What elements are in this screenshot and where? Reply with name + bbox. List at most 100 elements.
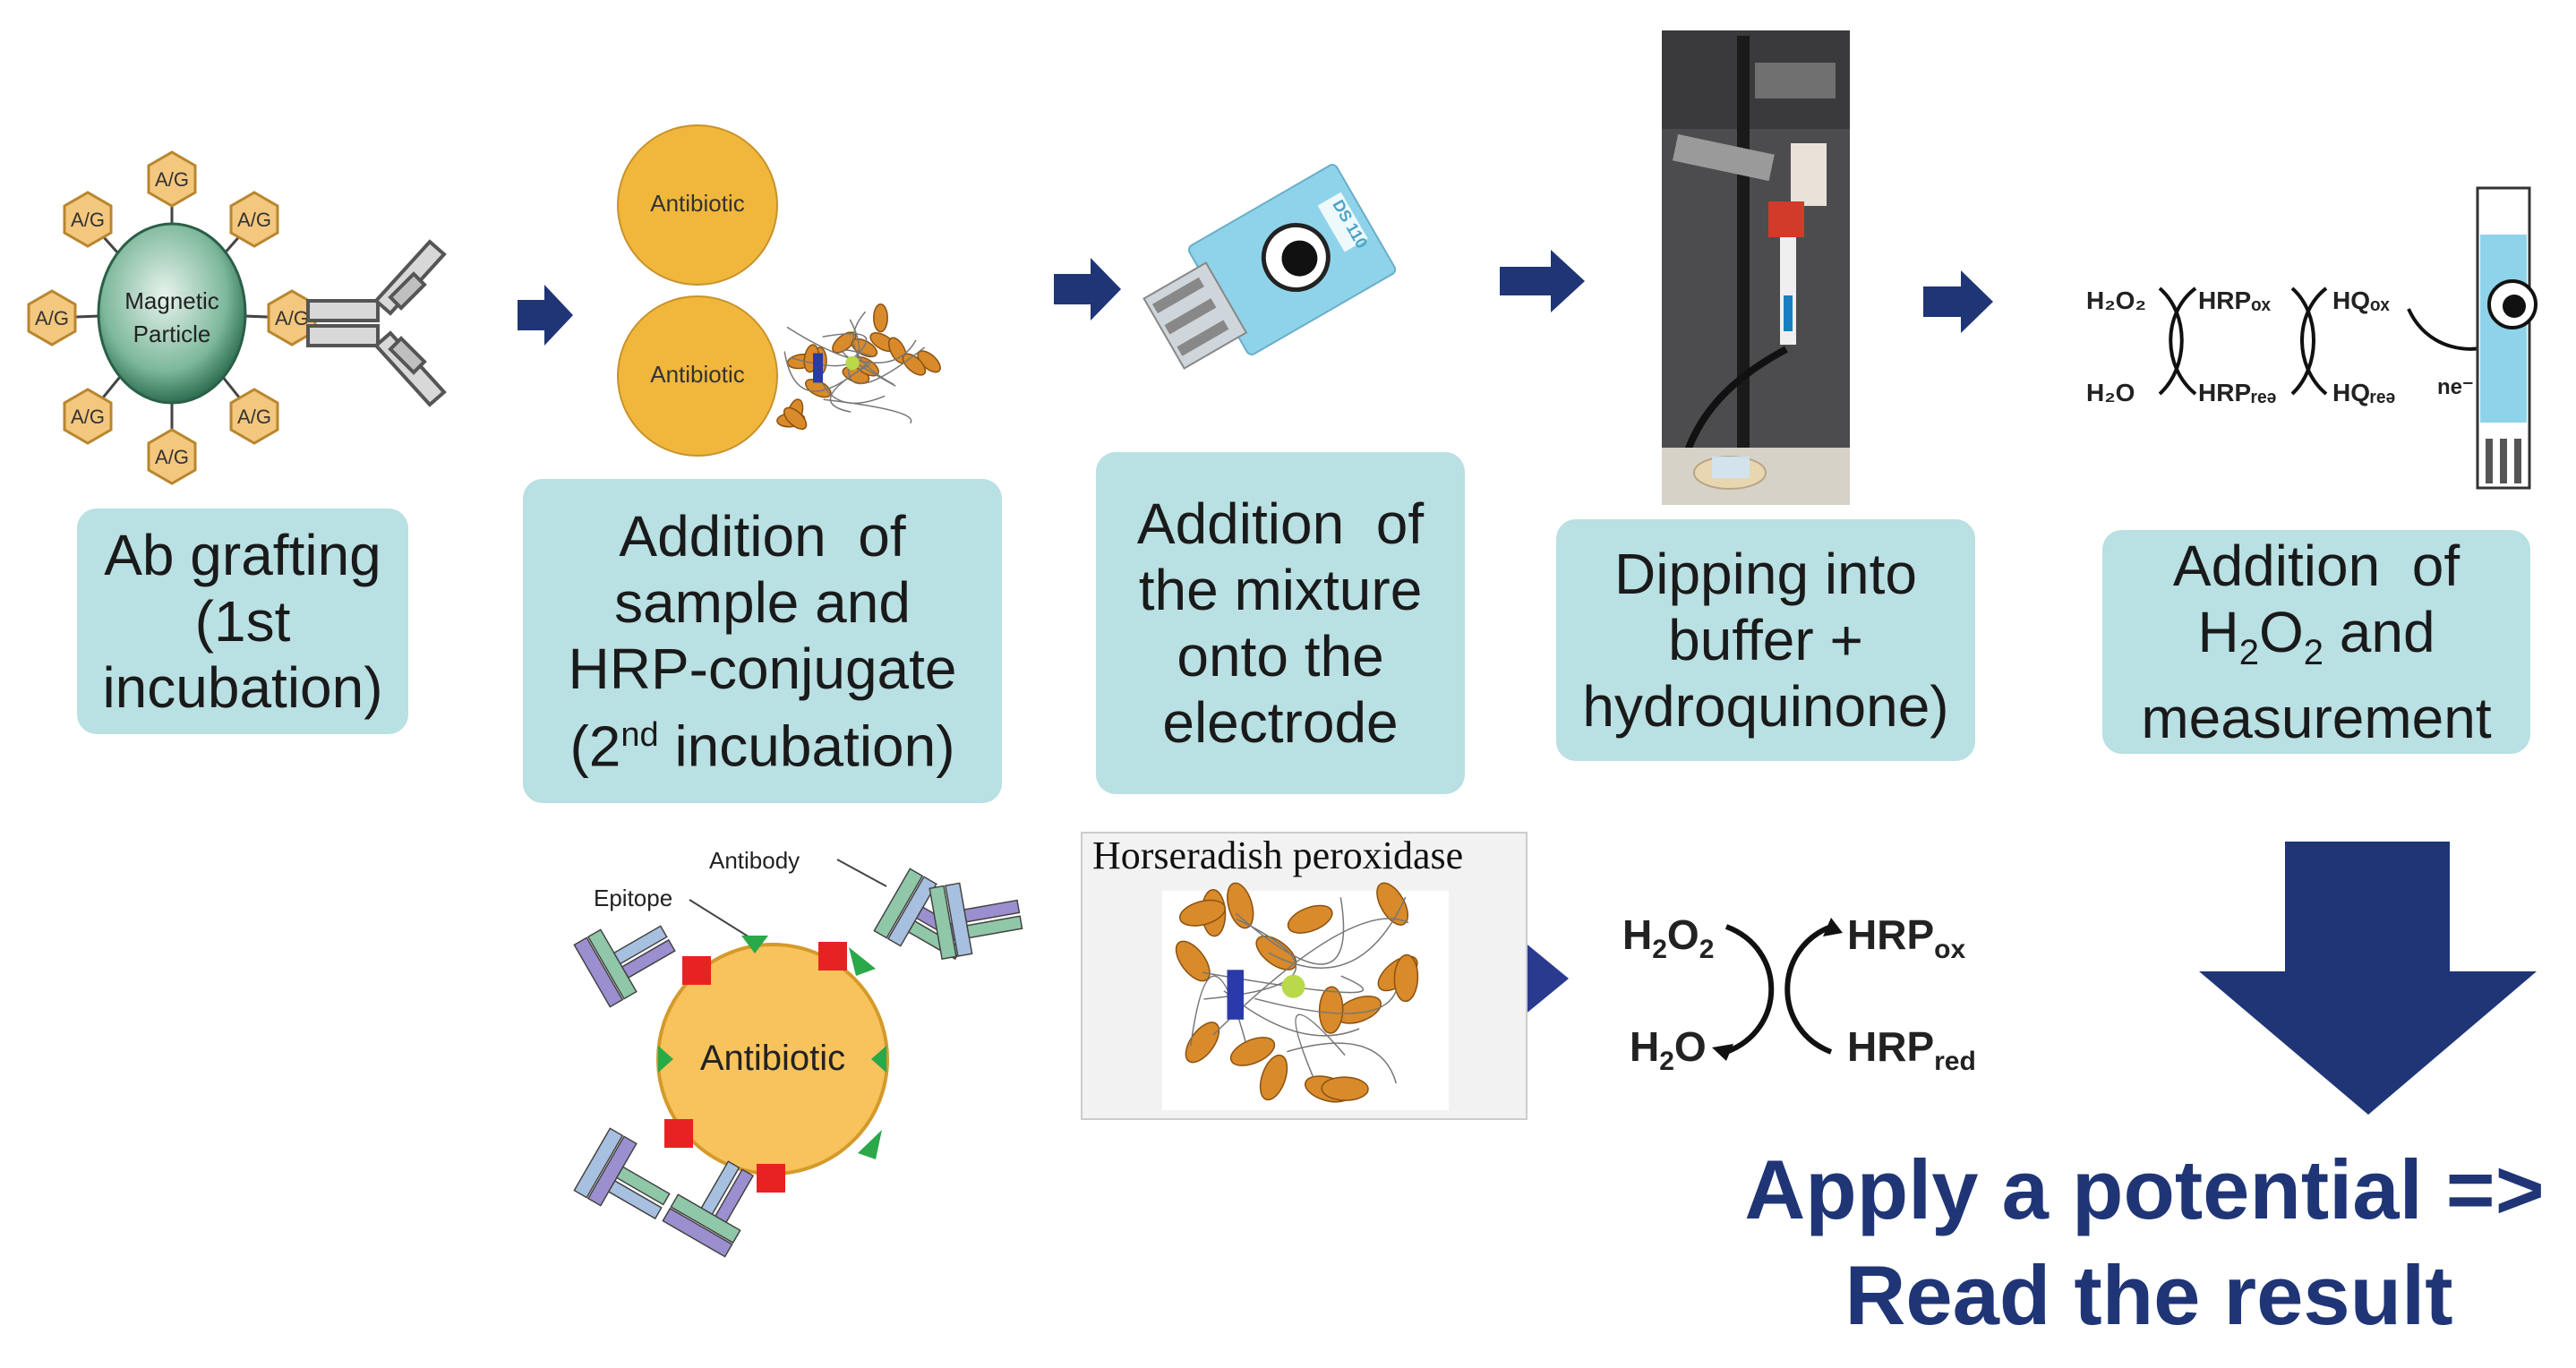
step-5-line-2: H2O2 and (2197, 599, 2435, 672)
antibiotic-label-2: Antibiotic (650, 361, 745, 388)
large-h2o2: H2O2 (1622, 911, 1714, 964)
small-hrp-ox: HRPₒₓ (2198, 286, 2272, 314)
step-3-line-2: the mixture (1138, 558, 1423, 622)
protein-heme (1227, 970, 1244, 1020)
protein-loop (829, 363, 871, 413)
large-hrp-ox: HRPox (1847, 911, 1965, 964)
protein-loop (852, 311, 894, 386)
dipping-setup-photo (1662, 30, 1850, 505)
protein-loop (1295, 1013, 1346, 1078)
mini-antibody (929, 882, 1023, 960)
antibody-icon (306, 239, 447, 407)
protein-loop (1287, 1042, 1398, 1084)
ag-ligand: A/G (229, 388, 279, 445)
small-h2o2: H₂O₂ (2086, 286, 2146, 314)
protein-heme (845, 355, 860, 371)
flow-arrow-1 (518, 285, 573, 346)
protein-helix (1287, 904, 1333, 934)
hrp-image-title: Horseradish peroxidase (1092, 834, 1464, 877)
step-box-2: Addition of sample and HRP-conjugate (2n… (523, 479, 1002, 803)
protein-helix (1185, 1022, 1220, 1064)
antibiotic-molecules: Antibiotic Antibiotic (617, 124, 778, 457)
protein-helix (851, 338, 878, 358)
ag-ligand: A/G (63, 388, 113, 445)
reaction-scheme-small: H₂O₂ H₂O HRPₒₓ HRPᵣₑₔ HQₒₓ HQᵣₑₔ ne⁻ (2073, 179, 2537, 492)
magnetic-particle (97, 222, 247, 405)
step-2-line-1: Addition of (619, 503, 906, 569)
small-electrons: ne⁻ (2437, 375, 2474, 399)
antibiotic-circle-2 (617, 295, 778, 457)
flow-arrow-4 (1923, 270, 1993, 333)
large-hrp-red: HRPred (1847, 1023, 1976, 1076)
mini-antibody (662, 1160, 755, 1258)
small-hrp-red: HRPᵣₑₔ (2198, 379, 2276, 406)
step-1-line-1: Ab grafting (104, 523, 381, 587)
antibody-label: Antibody (709, 847, 800, 874)
ag-ligand-label: A/G (35, 307, 69, 329)
epitope-label: Epitope (594, 885, 672, 911)
mini-antibody (573, 925, 676, 1008)
step-2-line-4: (2nd incubation) (569, 714, 955, 779)
ag-ligand: A/G (147, 428, 197, 485)
protein-loop (847, 346, 926, 385)
step-5-line-3: measurement (2141, 686, 2492, 751)
protein-helix (873, 303, 888, 333)
step-4-line-2: buffer + (1668, 608, 1863, 672)
epitope-triangles (658, 936, 886, 1159)
step-4-line-3: hydroquinone) (1582, 674, 1949, 739)
antibiotic-label-1: Antibiotic (650, 190, 745, 217)
ag-ligand-label: A/G (237, 406, 271, 428)
protein-helix (1321, 1076, 1369, 1101)
ag-ligand-label: A/G (71, 209, 105, 231)
step-3-line-3: onto the (1177, 624, 1384, 688)
electrode-strip: DS 110 (1143, 164, 1397, 370)
protein-helix (1175, 940, 1211, 982)
bound-antibodies (573, 868, 1023, 1258)
step-box-4: Dipping into buffer + hydroquinone) (1556, 519, 1975, 761)
protein-helix (1227, 882, 1254, 929)
step-3-line-4: electrode (1162, 690, 1399, 755)
final-text-line-2: Read the result (1844, 1248, 2453, 1342)
protein-heme (1281, 974, 1305, 998)
big-down-arrow (2199, 842, 2537, 1115)
protein-helix (1179, 899, 1226, 927)
antibiotic-circle-1 (617, 124, 778, 286)
protein-loop (786, 326, 917, 364)
ag-ligands: A/G A/G A/G A/G A/G A/G A/G A/G (27, 150, 317, 485)
step-box-1: Ab grafting (1st incubation) (77, 509, 408, 734)
ag-ligand-label: A/G (155, 446, 189, 468)
hrp-protein-large (1175, 882, 1419, 1103)
protein-helix (783, 406, 808, 430)
mini-antibody (573, 1127, 671, 1220)
final-text-line-1: Apply a potential => (1744, 1142, 2545, 1236)
magnetic-particle-diagram: Magnetic Particle (51, 179, 293, 457)
step-box-5: Addition of H2O2 and measurement (2102, 530, 2530, 754)
epitope-squares (664, 942, 847, 1193)
protein-helix (1259, 1054, 1288, 1101)
ag-ligand: A/G (147, 150, 197, 208)
protein-helix (1229, 1037, 1276, 1066)
ag-ligand-label: A/G (71, 406, 105, 428)
protein-helix (1393, 953, 1419, 1003)
protein-loop (1268, 896, 1407, 969)
flow-arrow-3 (1500, 250, 1585, 312)
small-hq-red: HQᵣₑₔ (2332, 379, 2395, 406)
step-2-line-2: sample and (614, 569, 911, 635)
epitope-center-label: Antibiotic (700, 1039, 845, 1078)
ag-ligand: A/G (63, 191, 113, 248)
step-2-line-3: HRP-conjugate (568, 636, 957, 701)
reaction-scheme-large: H2O2 H2O HRPox HRPred (1622, 911, 1976, 1076)
ag-ligand: A/G (27, 289, 77, 346)
flow-arrow-2 (1054, 258, 1121, 321)
step-box-3: Addition of the mixture onto the electro… (1096, 452, 1465, 794)
ag-ligand-label: A/G (275, 307, 309, 329)
small-hq-ox: HQₒₓ (2332, 286, 2390, 314)
step-1-line-2: (1st (194, 589, 291, 654)
ag-ligand: A/G (229, 191, 279, 248)
protein-loop (1235, 897, 1345, 965)
ag-ligand-label: A/G (155, 168, 189, 191)
protein-loop (1254, 990, 1397, 1014)
large-h2o: H2O (1630, 1023, 1707, 1076)
protein-helix (1376, 882, 1409, 926)
